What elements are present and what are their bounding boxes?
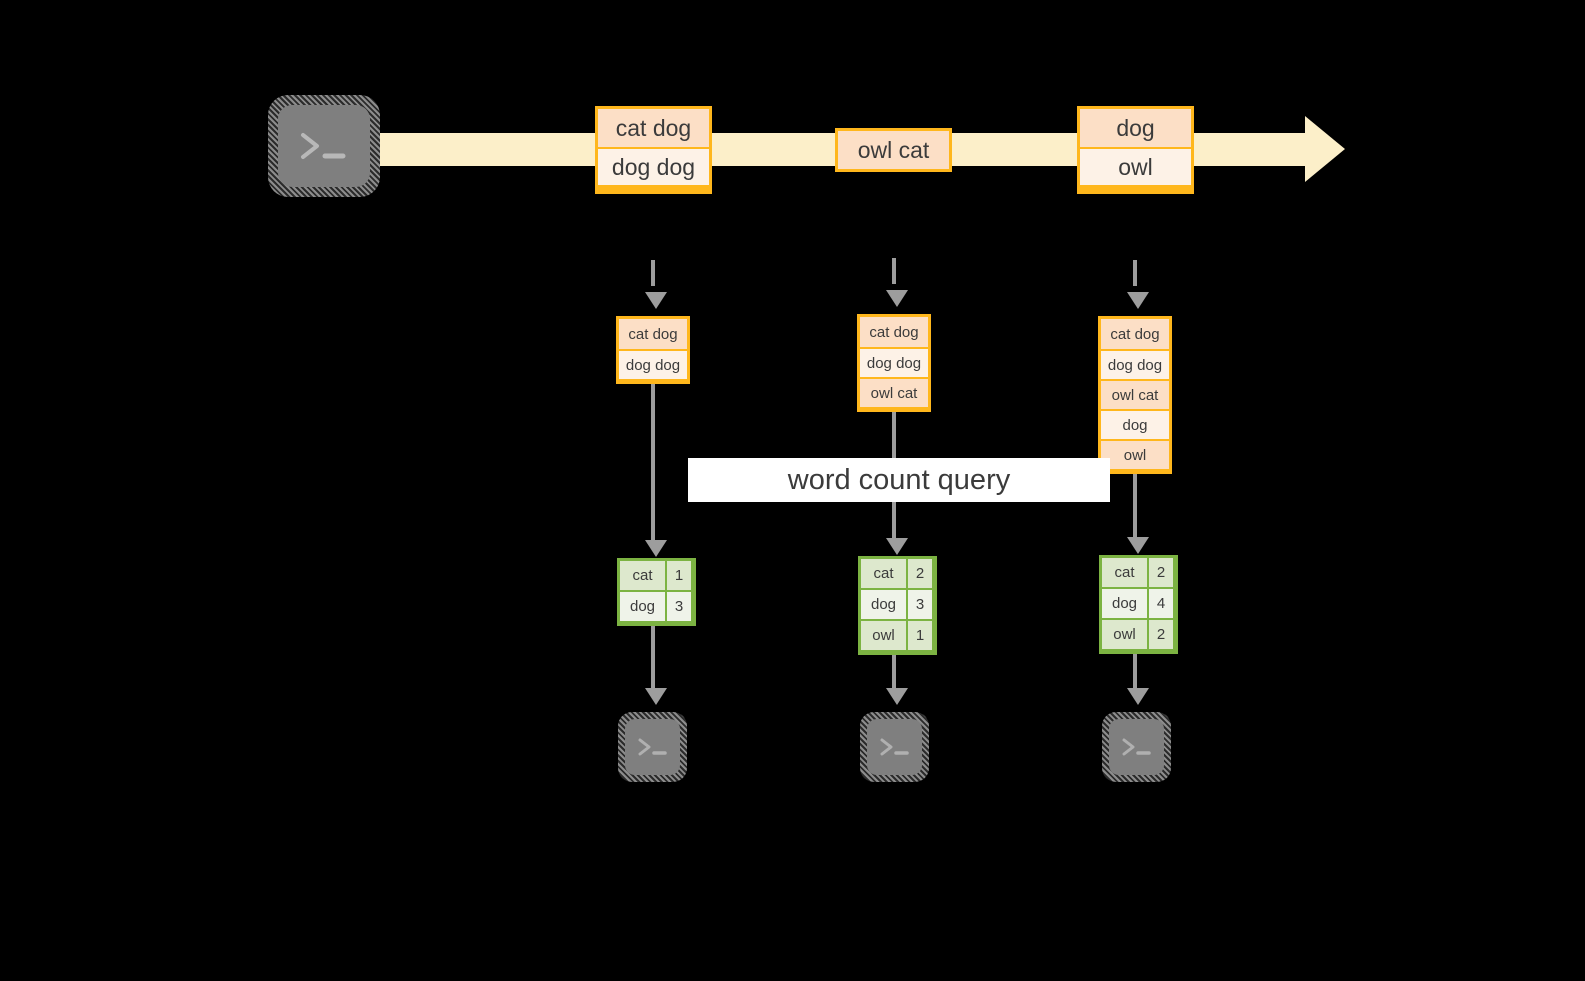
snapshot-1-table: cat dog dog dog [616, 316, 690, 384]
result-row: cat 1 [620, 561, 693, 590]
snapshot-line: dog dog [619, 349, 687, 379]
result-row: dog 3 [861, 588, 934, 619]
result-row: dog 4 [1102, 587, 1175, 618]
result-count: 3 [906, 590, 932, 619]
snapshot-3-query-arrow [1133, 474, 1137, 544]
result-row: dog 3 [620, 590, 693, 621]
snapshot-line: cat dog [1101, 319, 1169, 349]
snapshot-3-result-table: cat 2 dog 4 owl 2 [1099, 555, 1178, 654]
result-row: cat 2 [1102, 558, 1175, 587]
snapshot-line: cat dog [860, 317, 928, 347]
snapshot-line: cat dog [619, 319, 687, 349]
snapshot-line: owl cat [860, 377, 928, 407]
snapshot-1-dashed-connector [651, 260, 655, 286]
record-line: dog [1080, 109, 1191, 147]
snapshot-3-sink-arrow [1133, 654, 1137, 695]
snapshot-2-sink-arrow [892, 655, 896, 695]
snapshot-3-query-arrowhead [1127, 537, 1149, 554]
snapshot-1-dashed-arrowhead [645, 292, 667, 309]
snapshot-1-query-arrowhead [645, 540, 667, 557]
stream-record-1: cat dog dog dog [595, 106, 712, 194]
result-count: 3 [665, 592, 691, 621]
result-row: owl 2 [1102, 618, 1175, 649]
result-row: owl 1 [861, 619, 934, 650]
snapshot-1-result-table: cat 1 dog 3 [617, 558, 696, 626]
result-row: cat 2 [861, 559, 934, 588]
result-word: cat [1102, 558, 1147, 587]
snapshot-3-dashed-arrowhead [1127, 292, 1149, 309]
record-line: owl cat [838, 131, 949, 169]
snapshot-line: owl [1101, 439, 1169, 469]
snapshot-3-table: cat dog dog dog owl cat dog owl [1098, 316, 1172, 474]
snapshot-line: owl cat [1101, 379, 1169, 409]
snapshot-1-sink-arrow [651, 626, 655, 694]
result-word: dog [1102, 589, 1147, 618]
result-count: 1 [906, 621, 932, 650]
source-terminal-icon [268, 95, 380, 197]
snapshot-line: dog dog [1101, 349, 1169, 379]
result-word: owl [1102, 620, 1147, 649]
record-line: owl [1080, 147, 1191, 185]
result-count: 1 [665, 561, 691, 590]
snapshot-3-sink-terminal-icon [1102, 712, 1171, 782]
snapshot-2-sink-terminal-icon [860, 712, 929, 782]
query-label: word count query [688, 458, 1110, 502]
snapshot-line: dog [1101, 409, 1169, 439]
snapshot-1-sink-terminal-icon [618, 712, 687, 782]
result-count: 2 [1147, 620, 1173, 649]
stream-record-3: dog owl [1077, 106, 1194, 194]
result-word: owl [861, 621, 906, 650]
snapshot-2-query-arrowhead [886, 538, 908, 555]
result-count: 2 [1147, 558, 1173, 587]
record-line: dog dog [598, 147, 709, 185]
result-word: cat [620, 561, 665, 590]
stream-record-2: owl cat [835, 128, 952, 172]
snapshot-1-sink-arrowhead [645, 688, 667, 705]
snapshot-3-sink-arrowhead [1127, 688, 1149, 705]
snapshot-3-dashed-connector [1133, 260, 1137, 286]
result-count: 4 [1147, 589, 1173, 618]
snapshot-2-result-table: cat 2 dog 3 owl 1 [858, 556, 937, 655]
snapshot-line: dog dog [860, 347, 928, 377]
snapshot-2-dashed-arrowhead [886, 290, 908, 307]
record-line: cat dog [598, 109, 709, 147]
result-count: 2 [906, 559, 932, 588]
snapshot-2-table: cat dog dog dog owl cat [857, 314, 931, 412]
result-word: cat [861, 559, 906, 588]
snapshot-2-dashed-connector [892, 258, 896, 284]
stream-band-arrowhead [1305, 116, 1345, 182]
snapshot-1-query-arrow [651, 384, 655, 547]
snapshot-2-sink-arrowhead [886, 688, 908, 705]
result-word: dog [620, 592, 665, 621]
result-word: dog [861, 590, 906, 619]
